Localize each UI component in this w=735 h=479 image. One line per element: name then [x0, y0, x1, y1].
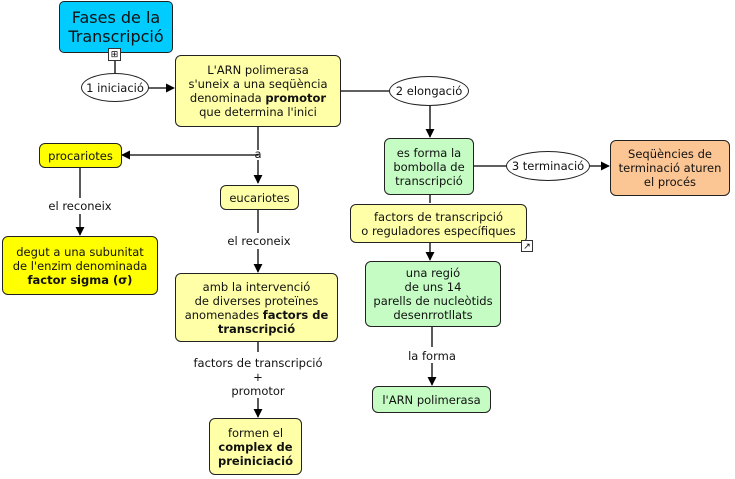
- node-factor-sigma[interactable]: degut a una subunitat de l'enzim denomin…: [2, 236, 158, 295]
- label-factors-promotor: factors de transcripció + promotor: [193, 356, 323, 398]
- node-regio-nucleotids[interactable]: una regió de uns 14 parells de nucleòtid…: [365, 261, 501, 327]
- label-a: a: [254, 147, 262, 161]
- node-bombolla-transcripcio[interactable]: es forma la bombolla de transcripció: [384, 138, 474, 195]
- label-elongacio: 2 elongació: [389, 76, 469, 106]
- label-reconeix-1: el reconeix: [48, 199, 112, 213]
- intervencio-pre: amb la intervenció de diverses proteïnes…: [184, 279, 319, 322]
- arn-intro-pre: L'ARN polimerasa s'uneix a una seqüència…: [188, 63, 328, 105]
- concept-map-icon[interactable]: ⊞: [108, 48, 121, 61]
- node-eucariotes[interactable]: eucariotes: [220, 185, 299, 210]
- node-arn-polimerasa[interactable]: l'ARN polimerasa: [372, 386, 491, 413]
- sigma-pre: degut a una subunitat de l'enzim denomin…: [12, 244, 148, 273]
- label-reconeix-2: el reconeix: [227, 234, 291, 248]
- link-a-procariotes: [121, 150, 259, 160]
- node-arn-polimerasa-intro[interactable]: L'ARN polimerasa s'uneix a una seqüència…: [175, 55, 341, 127]
- node-complex-preiniciacio[interactable]: formen el complex de preiniciació: [209, 418, 302, 475]
- sigma-bold: factor sigma (σ): [27, 272, 133, 287]
- node-sequencies-terminacio[interactable]: Seqüències de terminació aturen el procé…: [610, 140, 730, 196]
- arn-intro-bold: promotor: [265, 91, 327, 105]
- external-link-icon[interactable]: ↗: [521, 240, 533, 252]
- complex-pre: formen el: [227, 425, 284, 440]
- complex-bold: complex de preiniciació: [218, 439, 293, 468]
- label-la-forma: la forma: [408, 349, 456, 363]
- node-factors-reguladores[interactable]: factors de transcripció o reguladores es…: [350, 204, 527, 243]
- node-procariotes[interactable]: procariotes: [39, 143, 122, 168]
- title-node[interactable]: Fases de la Transcripció: [59, 1, 173, 53]
- arn-intro-post: que determina l'inici: [199, 105, 317, 119]
- label-terminacio: 3 terminació: [506, 151, 590, 181]
- label-iniciacio: 1 iniciació: [81, 73, 149, 102]
- intervencio-bold: factors de transcripció: [217, 307, 329, 336]
- node-intervencio-factors[interactable]: amb la intervenció de diverses proteïnes…: [175, 273, 338, 342]
- title-text: Fases de la Transcripció: [68, 8, 164, 46]
